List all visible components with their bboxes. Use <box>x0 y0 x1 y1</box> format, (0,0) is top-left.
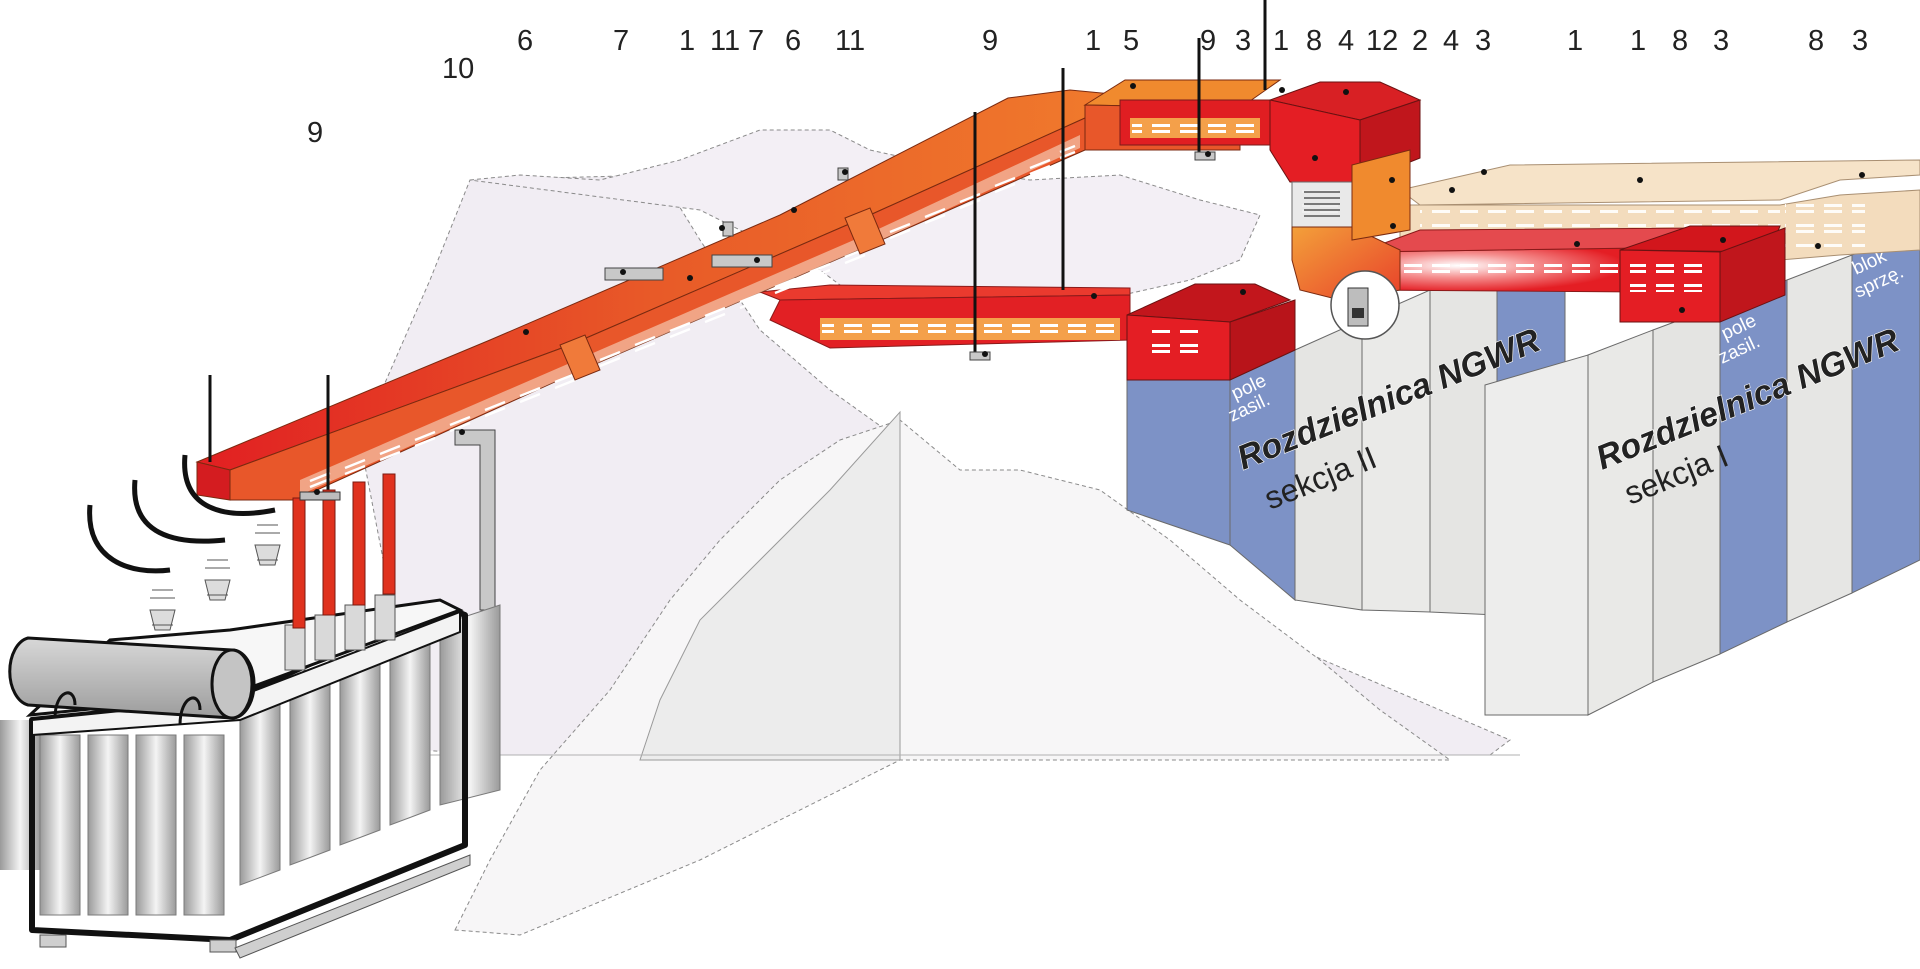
callout-4-b: 4 <box>1443 25 1459 57</box>
transformer-tank-outline <box>29 602 468 943</box>
callout-3-d: 3 <box>1852 25 1868 57</box>
cabinet-front-face <box>1484 354 1589 716</box>
transformer <box>0 454 501 959</box>
callout-5: 5 <box>1123 25 1139 57</box>
bracket-7a <box>604 267 664 281</box>
callout-12: 12 <box>1366 25 1398 57</box>
leader-dots <box>314 83 1865 495</box>
callout-10: 10 <box>442 53 474 85</box>
red-busway-lower <box>759 225 1786 381</box>
callout-3-b: 3 <box>1475 25 1491 57</box>
orange-duct-front <box>229 117 1086 501</box>
cabinet-5 <box>1786 254 1853 623</box>
callout-11-b: 11 <box>835 25 865 57</box>
callout-4-a: 4 <box>1338 25 1354 57</box>
supports <box>208 0 1267 500</box>
dropper-clamp <box>299 491 341 501</box>
callout-6-left: 6 <box>517 25 533 57</box>
callout-8-a: 8 <box>1306 25 1322 57</box>
wall-column <box>639 410 901 761</box>
callout-7-b: 7 <box>748 25 764 57</box>
front-wall <box>454 419 1452 936</box>
bracket-7b <box>711 254 773 268</box>
bracket-9 <box>969 351 991 361</box>
callout-9-b: 9 <box>982 25 998 57</box>
wall-support-10 <box>454 429 496 611</box>
switchgear-section-2: pole zasil. Rozdzielnica NGWR sekcja II <box>1126 234 1566 616</box>
busbar-droppers <box>292 473 396 629</box>
bushings-lv <box>284 594 396 671</box>
callout-1-b: 1 <box>1085 25 1101 57</box>
callout-7-left: 7 <box>613 25 629 57</box>
callout-9-left: 9 <box>307 117 323 149</box>
joint-cover-2 <box>844 207 886 255</box>
callout-1-e: 1 <box>1630 25 1646 57</box>
feeder-box-1-side <box>1719 227 1786 323</box>
conservator-tank <box>8 636 256 726</box>
callout-3-c: 3 <box>1713 25 1729 57</box>
callout-1-c: 1 <box>1273 25 1289 57</box>
cabinet-2 <box>1587 329 1654 716</box>
transformer-radiators <box>0 604 501 916</box>
feeder-box-2-side <box>1229 299 1296 381</box>
switchgear-section-1: pole zasil. blok sprzę. Rozdzielnica NGW… <box>1484 229 1920 716</box>
hv-cables <box>87 454 276 574</box>
callout-8-c: 8 <box>1808 25 1824 57</box>
callout-labels: 9 10 6 7 1 11 7 6 11 9 1 5 9 3 1 8 4 12 … <box>307 25 1868 149</box>
elbow-lower-return <box>1351 149 1411 241</box>
orange-duct-end-cap <box>196 461 231 501</box>
transformer-base <box>39 854 471 959</box>
bushings-hv <box>149 524 281 631</box>
callout-8-b: 8 <box>1672 25 1688 57</box>
callout-2: 2 <box>1412 25 1428 57</box>
orange-busway-main <box>195 79 1422 501</box>
ventilation-slots <box>309 144 1076 489</box>
callout-6-b: 6 <box>785 25 801 57</box>
callout-1-a: 1 <box>679 25 695 57</box>
bracket-9b <box>1194 151 1216 161</box>
peach-duct-top <box>1398 159 1920 206</box>
callout-9-c: 9 <box>1200 25 1216 57</box>
joint-cover-1 <box>559 334 601 381</box>
callout-1-d: 1 <box>1567 25 1583 57</box>
callout-3-a: 3 <box>1235 25 1251 57</box>
callout-11-a: 11 <box>710 25 740 57</box>
